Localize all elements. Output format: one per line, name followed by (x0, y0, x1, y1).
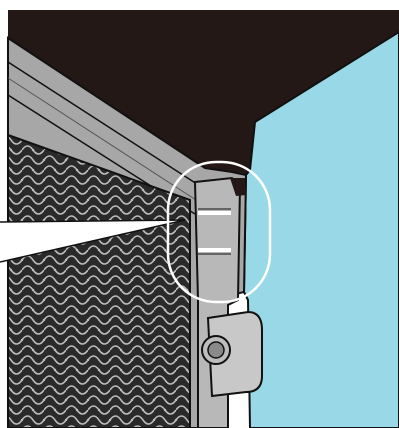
screw-icon (202, 336, 230, 364)
